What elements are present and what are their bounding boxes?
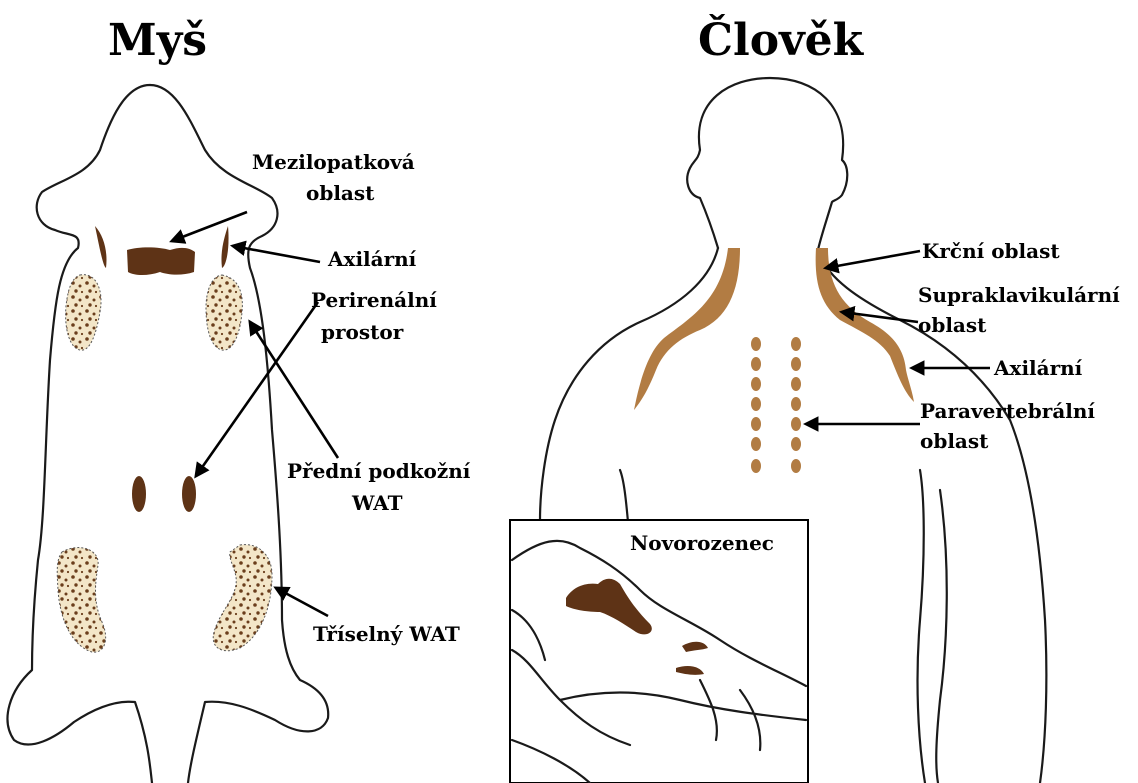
label-paravertebral-line1: Paravertebrální bbox=[920, 399, 1095, 423]
label-mouse-axillary: Axilární bbox=[327, 247, 417, 271]
label-supraclavicular-line1: Supraklavikulární bbox=[918, 283, 1120, 307]
label-perirenal-line2: prostor bbox=[321, 320, 404, 344]
inset-frame bbox=[510, 520, 808, 783]
inset-title: Novorozenec bbox=[630, 531, 774, 555]
mouse-inguinal-wat-left bbox=[57, 548, 105, 653]
human-left-armpit bbox=[620, 470, 628, 522]
human-title: Člověk bbox=[698, 13, 865, 66]
label-anterior-line2: WAT bbox=[351, 491, 403, 515]
mouse-body-outline bbox=[8, 85, 152, 783]
mouse-figure: Mezilopatková oblast Axilární Perirenáln… bbox=[8, 85, 471, 783]
human-right-armpit bbox=[918, 470, 925, 783]
label-human-axillary: Axilární bbox=[993, 356, 1083, 380]
arrow-interscapular bbox=[172, 212, 247, 241]
human-left-shoulder bbox=[540, 248, 718, 520]
mouse-body-outline-right bbox=[150, 85, 328, 783]
human-right-arm-inner bbox=[936, 490, 947, 783]
label-interscapular-line1: Mezilopatková bbox=[252, 150, 415, 174]
mouse-inguinal-wat-right bbox=[213, 545, 272, 651]
label-cervical: Krční oblast bbox=[922, 239, 1060, 263]
label-interscapular-line2: oblast bbox=[306, 181, 375, 205]
human-paravertebral-fat bbox=[751, 337, 801, 473]
mouse-title: Myš bbox=[108, 15, 207, 66]
label-inguinal: Tříselný WAT bbox=[313, 622, 460, 646]
newborn-inset: Novorozenec bbox=[510, 520, 808, 783]
mouse-axillary-bat-left bbox=[95, 226, 107, 268]
label-perirenal-line1: Perirenální bbox=[311, 288, 437, 312]
label-anterior-line1: Přední podkožní bbox=[287, 459, 471, 483]
label-supraclavicular-line2: oblast bbox=[918, 313, 987, 337]
arrow-cervical bbox=[826, 251, 920, 268]
mouse-perirenal-right bbox=[182, 476, 196, 512]
mouse-perirenal-left bbox=[132, 476, 146, 512]
mouse-axillary-bat-right bbox=[221, 226, 228, 268]
mouse-anterior-wat-left bbox=[66, 275, 101, 350]
arrow-inguinal bbox=[276, 588, 328, 616]
label-paravertebral-line2: oblast bbox=[920, 429, 989, 453]
mouse-anterior-wat-right bbox=[206, 275, 242, 350]
human-cervical-left bbox=[634, 248, 740, 410]
mouse-interscapular-bat bbox=[127, 247, 195, 275]
arrow-mouse-axillary bbox=[233, 246, 320, 262]
